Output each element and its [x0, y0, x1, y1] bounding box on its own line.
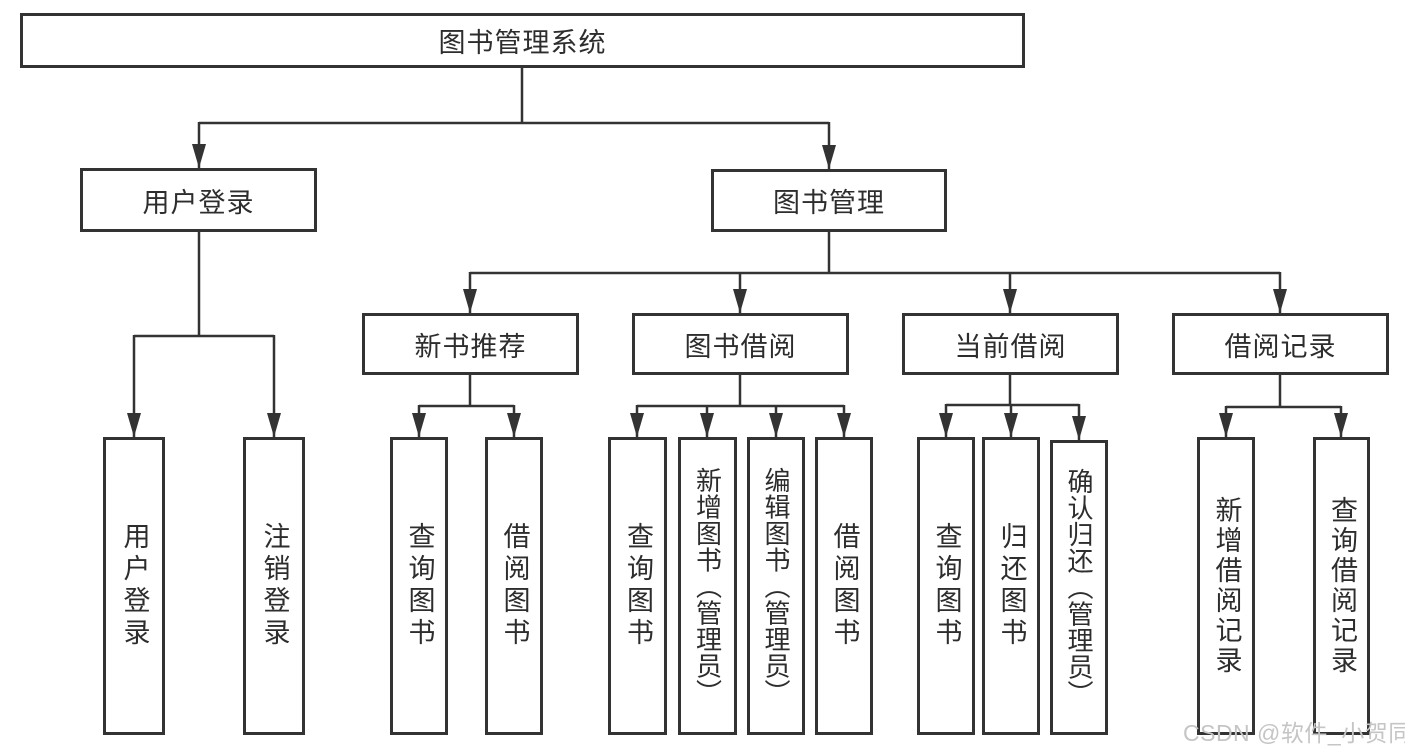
node-borrowing-records-label: 借阅记录 — [1224, 331, 1337, 362]
node-current-borrowing-label: 当前借阅 — [954, 331, 1067, 362]
leaf-query-borrow-record: 查询借阅记录 — [1313, 437, 1370, 735]
node-new-book-recommend-label: 新书推荐 — [414, 331, 527, 362]
node-book-borrowing-label: 图书借阅 — [684, 331, 797, 362]
leaf-user-login: 用户登录 — [103, 437, 165, 735]
leaf-borrow-books: 借阅图书 — [815, 437, 873, 735]
leaf-add-books-admin: 新增图书（管理员） — [678, 437, 737, 735]
node-new-book-recommend: 新书推荐 — [362, 313, 579, 375]
node-book-management-label: 图书管理 — [773, 188, 885, 218]
node-book-borrowing: 图书借阅 — [632, 313, 849, 375]
node-root-system: 图书管理系统 — [20, 13, 1025, 68]
node-current-borrowing: 当前借阅 — [902, 313, 1119, 375]
node-root-label: 图书管理系统 — [438, 28, 607, 58]
leaf-logout: 注销登录 — [243, 437, 305, 735]
watermark: CSDN @软件_小贺同学 — [1183, 720, 1405, 746]
node-borrowing-records: 借阅记录 — [1172, 313, 1389, 375]
leaf-query-books: 查询图书 — [390, 437, 448, 735]
node-user-login: 用户登录 — [80, 168, 317, 232]
leaf-query-books: 查询图书 — [608, 437, 667, 735]
leaf-borrow-books: 借阅图书 — [485, 437, 543, 735]
node-user-login-label: 用户登录 — [142, 187, 255, 218]
leaf-add-borrow-record: 新增借阅记录 — [1197, 437, 1255, 735]
node-book-management: 图书管理 — [711, 169, 947, 232]
leaf-return-books: 归还图书 — [982, 437, 1040, 735]
leaf-confirm-return-admin: 确认归还（管理员） — [1050, 440, 1108, 735]
leaf-edit-books-admin: 编辑图书（管理员） — [747, 437, 805, 735]
leaf-query-books: 查询图书 — [917, 437, 975, 735]
